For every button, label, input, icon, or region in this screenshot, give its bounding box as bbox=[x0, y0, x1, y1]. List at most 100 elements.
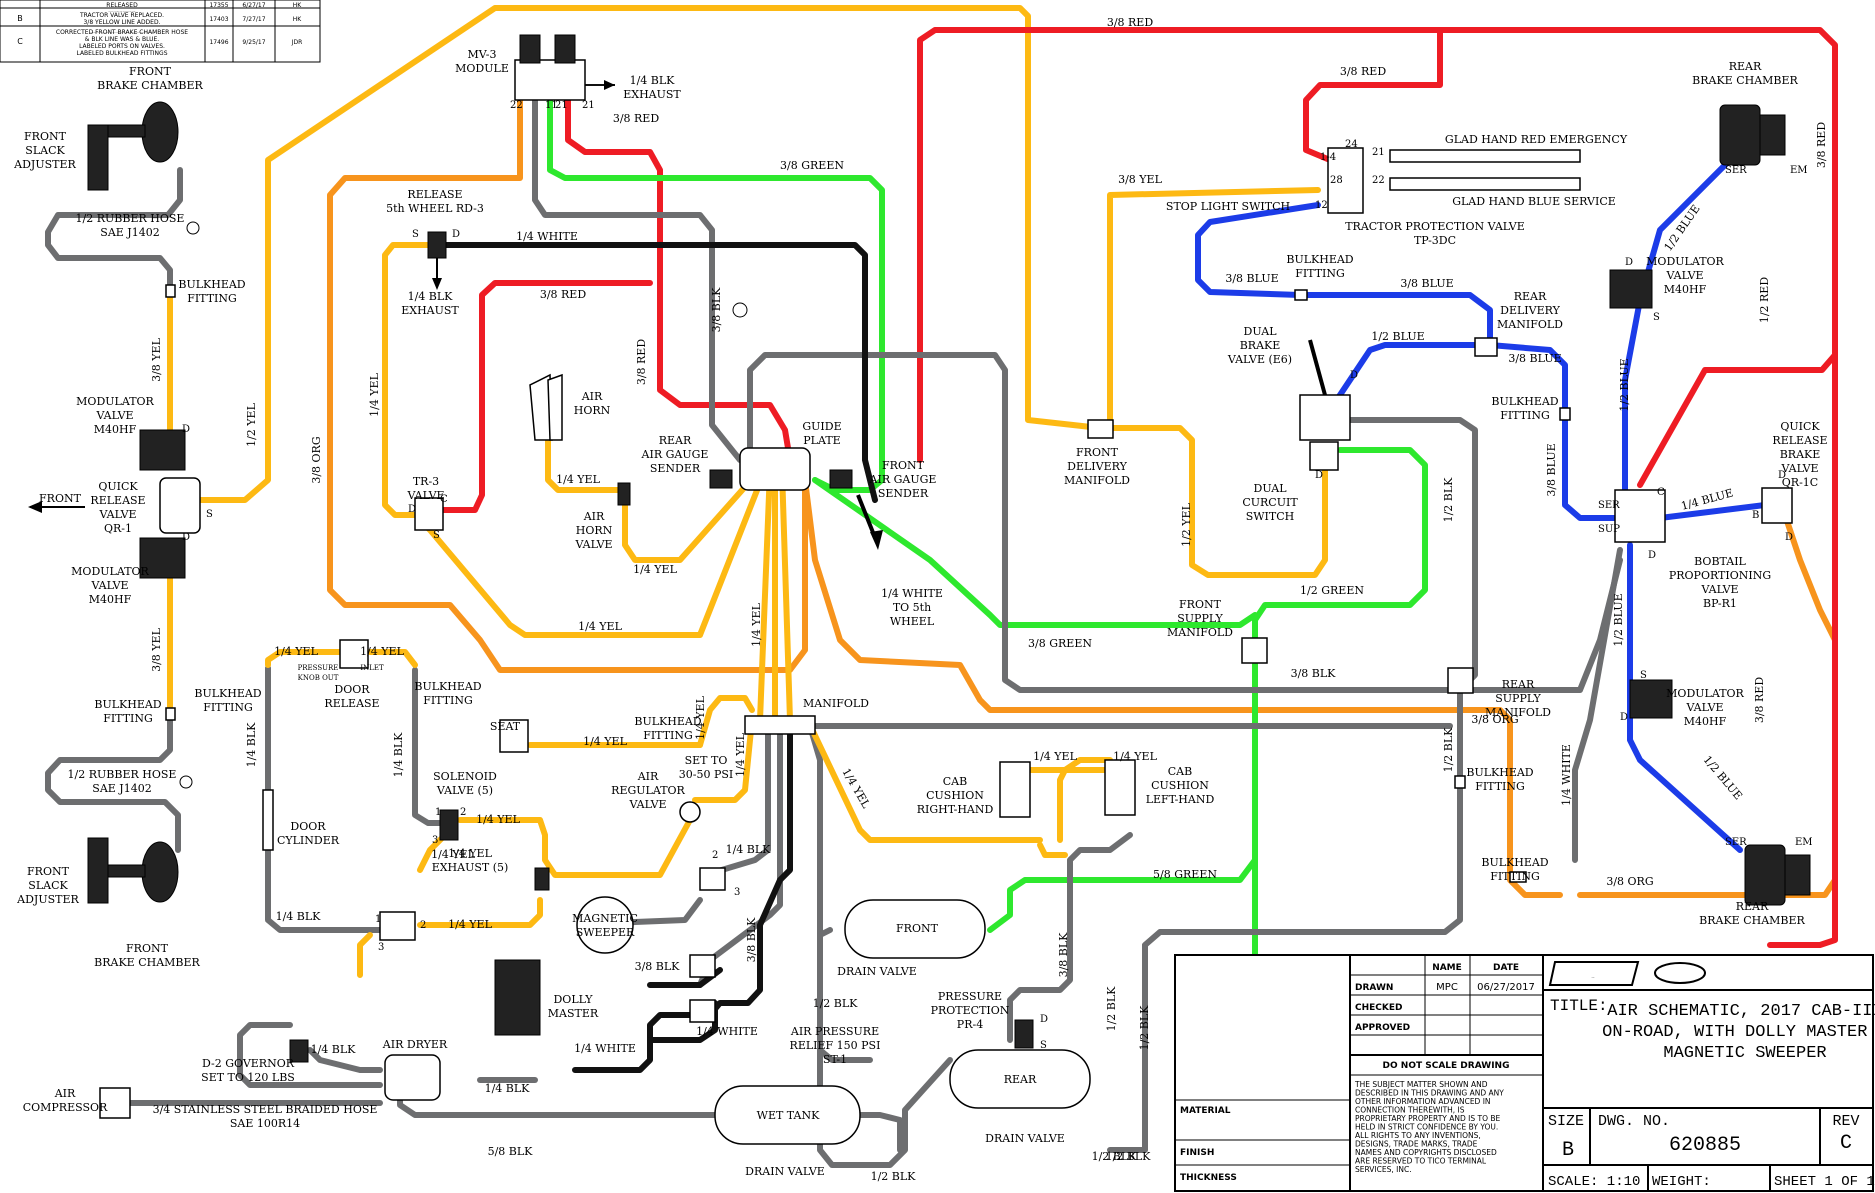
bulkhead-fitting-left-bottom bbox=[165, 707, 176, 721]
pipe-label-p8: 3/8 RED bbox=[635, 339, 648, 386]
label-front-supply: FRONT bbox=[1179, 598, 1222, 611]
label-blk-exhaust-rd3: EXHAUST bbox=[401, 304, 459, 317]
label-inlet: INLET bbox=[360, 664, 384, 672]
label-quick-release-left: QUICK bbox=[98, 480, 138, 493]
pipe-label-p13: 1/4 YEL bbox=[633, 563, 677, 576]
label-air-horn-valve: HORN bbox=[576, 524, 613, 537]
port-v2: 2 bbox=[420, 920, 426, 931]
label-bulkhead-door-l: BULKHEAD bbox=[194, 687, 261, 700]
port-rd_s: S bbox=[412, 229, 419, 240]
revision-desc-line: CORRECTED FRONT BRAKE CHAMBER HOSE bbox=[56, 29, 188, 36]
pipe-label-p12: 1/4 YEL bbox=[556, 473, 600, 486]
label-quick-release-left: QR-1 bbox=[104, 522, 132, 535]
label-set-to: 30-50 PSI bbox=[679, 768, 734, 781]
pipe-gray-pr4 bbox=[1007, 832, 1133, 1043]
three-way-valve-left bbox=[379, 911, 416, 941]
label-bulkhead-door-r: BULKHEAD bbox=[414, 680, 481, 693]
label-bobtail: BOBTAIL bbox=[1694, 555, 1746, 568]
label-rear-delivery: DELIVERY bbox=[1500, 304, 1560, 317]
label-mv3: MODULE bbox=[455, 62, 509, 75]
label-white-5th: TO 5th bbox=[893, 601, 931, 614]
label-modulator-left-bottom: MODULATOR bbox=[71, 565, 149, 578]
pipe-red-top bbox=[917, 27, 1838, 488]
rear-supply-manifold bbox=[1447, 667, 1474, 694]
tb-material: MATERIAL bbox=[1180, 1106, 1231, 1116]
mv3-knob-right bbox=[554, 34, 576, 64]
pipe-label-p43: 5/8 GREEN bbox=[1153, 868, 1217, 881]
modulator-valve-left-bottom bbox=[139, 537, 186, 579]
pipe-green-top bbox=[547, 97, 885, 493]
port-ql_s: S bbox=[206, 509, 213, 520]
cab-cushion-left bbox=[1104, 759, 1136, 816]
label-blk-exhaust-mv3: 1/4 BLK bbox=[630, 74, 676, 87]
tb-title-line: AIR SCHEMATIC, 2017 CAB-III bbox=[1607, 1002, 1875, 1021]
label-pressure-knob: PRESSURE bbox=[298, 664, 339, 672]
quick-release-valve-right bbox=[1761, 487, 1793, 524]
port-ser2: SER bbox=[1725, 837, 1747, 848]
port-bp_c: C bbox=[1657, 487, 1665, 498]
label-release-5th: RELEASE bbox=[407, 188, 462, 201]
label-air-pressure-relief: AIR PRESSURE bbox=[790, 1025, 879, 1038]
pipe-label-p20: 1/4 YEL bbox=[431, 848, 475, 861]
label-bulkhead-orange: FITTING bbox=[1490, 870, 1540, 883]
label-front-tank: FRONT bbox=[896, 922, 939, 935]
label-bulkhead-fitting-left-top: FITTING bbox=[187, 292, 237, 305]
tb-confidential-line: DESCRIBED IN THIS DRAWING AND ANY bbox=[1355, 1089, 1504, 1098]
pipe-label-p35: 1/2 BLK bbox=[813, 997, 859, 1010]
pipe-yellow-regulator bbox=[692, 717, 755, 803]
label-front-brake-chamber-top: FRONT bbox=[129, 65, 172, 78]
tb-thickness: THICKNESS bbox=[1180, 1173, 1237, 1183]
tb-logo-text: TICO bbox=[1592, 977, 1595, 979]
front-supply-manifold bbox=[1241, 637, 1268, 664]
pipe-label-p15: 1/4 YEL bbox=[274, 645, 318, 658]
port-tp12: 12 bbox=[1315, 200, 1328, 211]
label-modulator-right-top: MODULATOR bbox=[1646, 255, 1724, 268]
port-bp_d: D bbox=[1648, 550, 1656, 561]
pipe-yellow-half bbox=[189, 5, 1103, 503]
label-rear-brake-bottom: BRAKE CHAMBER bbox=[1699, 914, 1805, 927]
manifold bbox=[744, 715, 816, 735]
pipe-gray-hose-bottom bbox=[45, 712, 181, 853]
door-release bbox=[339, 639, 369, 669]
label-dual-brake: BRAKE bbox=[1240, 339, 1281, 352]
revision-date: 7/27/17 bbox=[242, 16, 265, 23]
pipe-gray-governor bbox=[237, 1022, 383, 1088]
label-rubber-hose-top: 1/2 RUBBER HOSE bbox=[76, 212, 185, 225]
revision-eco: 17355 bbox=[209, 2, 228, 9]
label-quick-release-left: RELEASE bbox=[90, 494, 145, 507]
label-air-compressor: AIR bbox=[54, 1087, 76, 1100]
pipe-gray-solenoid bbox=[412, 667, 448, 826]
label-glad-blue: GLAD HAND BLUE SERVICE bbox=[1452, 195, 1616, 208]
port-db_d2: D bbox=[1315, 470, 1323, 481]
label-dolly-master: DOLLY bbox=[553, 993, 593, 1006]
pipe-label-p27: 3/8 BLK bbox=[745, 917, 758, 963]
label-dual-circuit: SWITCH bbox=[1246, 510, 1295, 523]
pipe-label-p68: 1/2 BLUE bbox=[1701, 753, 1745, 802]
pipe-label-p14: 1/4 YEL bbox=[578, 620, 622, 633]
pipe-yellow-guide-left bbox=[417, 467, 768, 638]
label-white-5th: 1/4 WHITE bbox=[881, 587, 943, 600]
label-seat: SEAT bbox=[490, 720, 521, 733]
pipe-label-p9: 3/8 BLK bbox=[710, 287, 723, 333]
revision-letter: B bbox=[17, 14, 23, 23]
label-drain-valve-front: DRAIN VALVE bbox=[837, 965, 917, 978]
label-solenoid: SOLENOID bbox=[433, 770, 497, 783]
tb-finish: FINISH bbox=[1180, 1148, 1214, 1158]
pipe-label-p44: 3/8 GREEN bbox=[1028, 637, 1092, 650]
rear-brake-chamber-bottom bbox=[1744, 844, 1811, 906]
front-tank bbox=[844, 899, 986, 959]
port-mr2_s: S bbox=[1640, 670, 1647, 681]
quick-release-valve-left bbox=[159, 477, 201, 534]
pipe-yellow-cab4 bbox=[1037, 842, 1068, 858]
components bbox=[87, 34, 1811, 1145]
port-rd_d: D bbox=[452, 229, 460, 240]
label-cab-left: CAB bbox=[1168, 765, 1192, 778]
mv3-module bbox=[514, 59, 586, 101]
label-front-delivery: FRONT bbox=[1076, 446, 1119, 459]
label-dual-circuit: CURCUIT bbox=[1242, 496, 1298, 509]
